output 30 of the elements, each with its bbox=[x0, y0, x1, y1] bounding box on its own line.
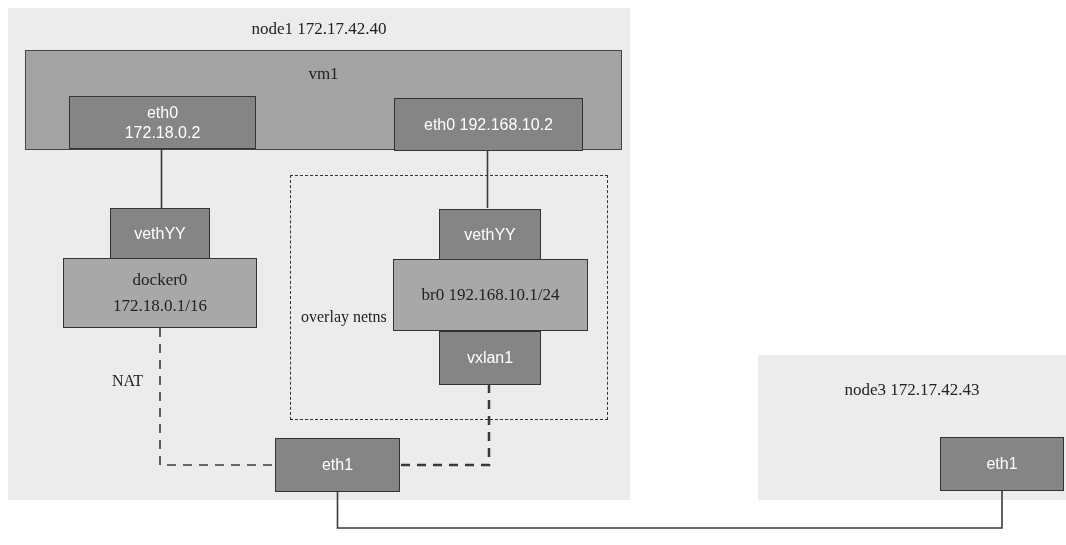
connector-line bbox=[336, 490, 1003, 529]
interface-box bbox=[394, 98, 583, 151]
bridge-box bbox=[63, 258, 257, 328]
connector-line bbox=[160, 147, 163, 209]
node-label: node1 172.17.42.40 bbox=[251, 18, 387, 40]
interface-box bbox=[439, 331, 541, 385]
host-panel bbox=[8, 8, 630, 500]
node-label: br0 192.168.10.1/24 bbox=[420, 284, 561, 306]
interface-box bbox=[275, 438, 400, 492]
node-label: vethYY bbox=[134, 223, 186, 244]
interface-box bbox=[110, 208, 210, 259]
node-label: vm1 bbox=[308, 63, 339, 85]
interface-box bbox=[940, 437, 1064, 491]
node-label: eth1 bbox=[321, 455, 354, 475]
node-label: vethYY bbox=[464, 224, 516, 245]
interface-box bbox=[439, 209, 541, 260]
node-label: eth1 bbox=[986, 454, 1018, 474]
node-label: overlay netns bbox=[301, 307, 387, 328]
dashed-connector bbox=[400, 384, 491, 467]
node-label: vxlan1 bbox=[466, 348, 514, 368]
bridge-box bbox=[393, 259, 588, 331]
node-label: eth0 192.168.10.2 bbox=[423, 114, 554, 135]
node-label: docker0 172.18.0.1/16 bbox=[112, 269, 208, 317]
vm-box bbox=[25, 50, 622, 150]
connector-line bbox=[486, 149, 489, 209]
interface-box bbox=[69, 96, 256, 149]
namespace-box bbox=[290, 175, 608, 420]
host-panel bbox=[758, 355, 1066, 500]
node-label: node3 172.17.42.43 bbox=[844, 379, 980, 401]
node-label: eth0 172.18.0.2 bbox=[123, 102, 202, 143]
